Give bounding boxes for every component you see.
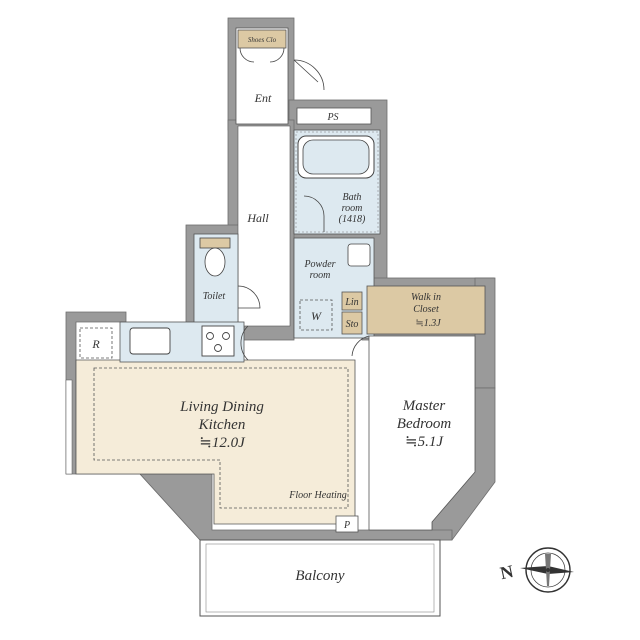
- door-bathroom: [303, 195, 325, 232]
- label-powder-2: room: [310, 270, 331, 281]
- label-bathroom-1: Bath: [343, 192, 362, 203]
- room-hall: [237, 125, 291, 327]
- refrigerator-space: [79, 327, 113, 359]
- toilet-bowl-icon: [204, 247, 226, 277]
- room-walk-in-closet: [366, 285, 486, 335]
- label-bedroom-1: Master: [402, 398, 446, 414]
- label-wic-size: ≒1.3J: [415, 318, 441, 329]
- label-wic-2: Closet: [413, 304, 439, 315]
- label-washer: W: [311, 309, 322, 323]
- door-shoes-closet-left: [239, 47, 255, 63]
- pillar-space-box: [335, 515, 359, 533]
- label-ldk-2: Kitchen: [198, 417, 246, 433]
- vanity-sink-icon: [347, 243, 371, 267]
- label-floor-heating: Floor Heating: [288, 490, 347, 501]
- label-pipe-space: PS: [326, 112, 338, 123]
- burner-1-icon: [206, 332, 214, 340]
- label-bedroom-2: Bedroom: [397, 416, 452, 432]
- label-shoes-closet: Shoes Clo: [248, 36, 277, 44]
- room-linen: [341, 291, 363, 311]
- label-ldk-1: Living Dining: [179, 399, 264, 415]
- label-pillar-space: P: [343, 520, 350, 531]
- room-shoes-closet: [237, 29, 287, 49]
- label-bathroom-2: room: [342, 203, 363, 214]
- label-entrance: Ent: [254, 91, 272, 105]
- room-pipe-space: [296, 107, 372, 125]
- label-refrigerator: R: [91, 337, 100, 351]
- label-balcony: Balcony: [295, 568, 344, 584]
- stove-icon: [201, 325, 235, 357]
- room-ldk: [75, 359, 356, 525]
- washer-space: [299, 299, 333, 331]
- label-ldk-size: ≒12.0J: [199, 435, 246, 451]
- label-bedroom-size: ≒5.1J: [405, 434, 444, 450]
- label-storage: Sto: [346, 319, 359, 330]
- compass-icon: [520, 547, 574, 593]
- door-front: [293, 59, 325, 91]
- bathtub-inner: [302, 139, 370, 175]
- label-wic-1: Walk in: [411, 292, 441, 303]
- kitchen-sink-icon: [129, 327, 171, 355]
- bath-dashed: [295, 131, 379, 233]
- burner-2-icon: [222, 332, 230, 340]
- door-shoes-closet-right: [269, 47, 285, 63]
- label-hall: Hall: [246, 211, 269, 225]
- balcony-area: [199, 539, 441, 617]
- room-storage: [341, 311, 363, 335]
- room-master-bedroom: [368, 335, 476, 531]
- label-powder-1: Powder: [303, 259, 335, 270]
- burner-3-icon: [214, 344, 222, 352]
- ldk-window-strip: [65, 379, 73, 475]
- label-toilet: Toilet: [203, 291, 226, 302]
- toilet-tank-icon: [199, 237, 231, 249]
- compass-north-label: N: [498, 561, 515, 583]
- door-toilet: [237, 285, 261, 309]
- door-bedroom: [351, 335, 370, 357]
- door-ldk: [240, 325, 249, 361]
- label-bathroom-size: (1418): [339, 214, 366, 225]
- floor-heating-zone: [93, 367, 349, 509]
- balcony-rail: [205, 543, 435, 613]
- label-linen: Lin: [344, 297, 358, 308]
